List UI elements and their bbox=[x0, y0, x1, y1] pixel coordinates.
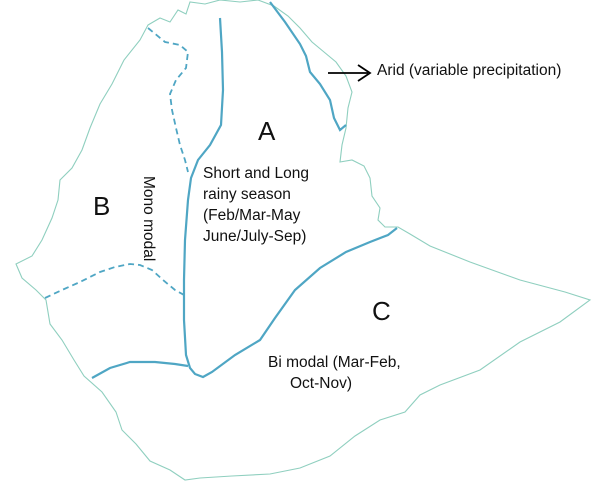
region-a-label: A bbox=[258, 116, 276, 146]
boundary-dashed-north bbox=[147, 27, 189, 173]
arid-label: Arid (variable precipitation) bbox=[377, 62, 562, 79]
region-a-description: Short and Long rainy season (Feb/Mar-May… bbox=[203, 163, 309, 247]
region-a-line-4: June/July-Sep) bbox=[203, 228, 307, 245]
region-b-label: B bbox=[93, 191, 111, 221]
arrow-head bbox=[357, 64, 372, 82]
region-c-description: Bi modal (Mar-Feb, Oct-Nov) bbox=[268, 352, 401, 394]
boundary-dashed-west bbox=[44, 263, 187, 299]
boundary-east-arid bbox=[269, 1, 347, 132]
region-b-description: Mono modal bbox=[140, 176, 157, 262]
region-c-label: C bbox=[372, 296, 391, 326]
region-c-line-1: Bi modal (Mar-Feb, bbox=[268, 354, 401, 371]
boundary-center bbox=[182, 17, 398, 379]
region-c-line-2: Oct-Nov) bbox=[290, 375, 352, 392]
boundary-southwest bbox=[91, 360, 189, 379]
region-a-line-3: (Feb/Mar-May bbox=[203, 207, 301, 224]
arid-arrow bbox=[328, 64, 372, 82]
region-a-line-1: Short and Long bbox=[203, 165, 310, 182]
country-outline bbox=[15, 0, 592, 481]
region-a-line-2: rainy season bbox=[203, 186, 291, 203]
